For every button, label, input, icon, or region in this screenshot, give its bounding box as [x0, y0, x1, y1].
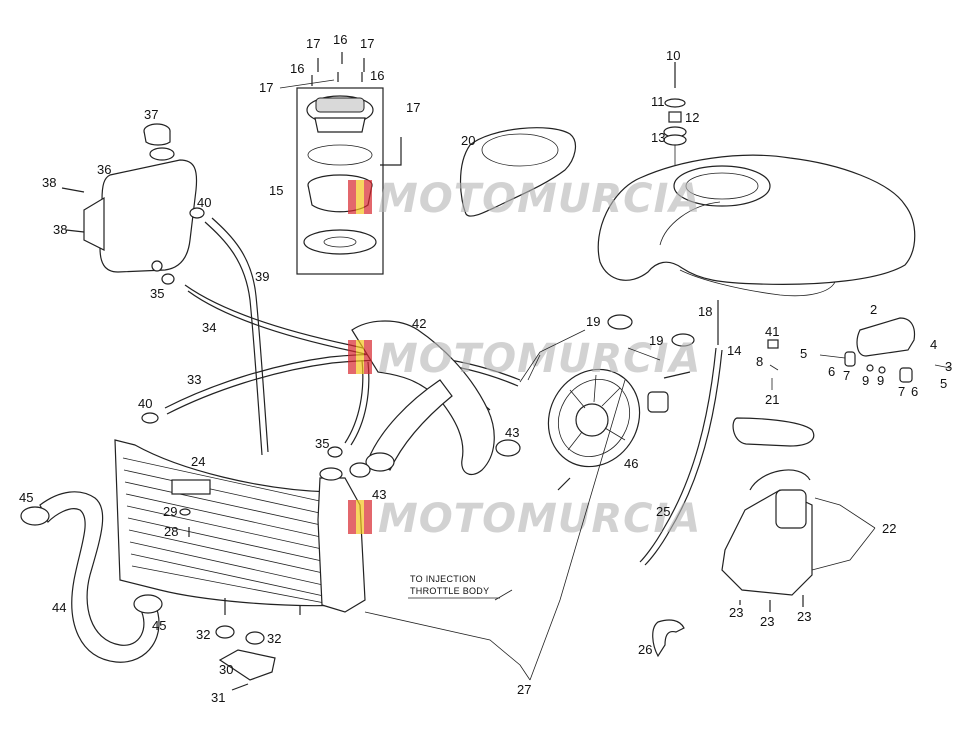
callout-7b: 7	[898, 384, 905, 399]
watermark-top: MOTOMURCIA	[348, 176, 701, 222]
sensor-parts	[767, 317, 951, 390]
callout-26: 26	[638, 642, 652, 657]
callout-36: 36	[97, 162, 111, 177]
callout-19a: 19	[586, 314, 600, 329]
callout-42: 42	[412, 316, 426, 331]
callout-23b: 23	[760, 614, 774, 629]
watermark-text-middle: MOTOMURCIA	[378, 336, 701, 382]
watermark-text-top: MOTOMURCIA	[378, 176, 701, 222]
callout-9a: 9	[862, 373, 869, 388]
callout-45b: 45	[152, 618, 166, 633]
callout-5b: 5	[940, 376, 947, 391]
callout-37: 37	[144, 107, 158, 122]
callout-3: 3	[945, 359, 952, 374]
callout-16b: 16	[290, 61, 304, 76]
callout-17a: 17	[306, 36, 320, 51]
callout-11: 11	[651, 94, 665, 109]
radiator-bracket	[179, 508, 276, 691]
callout-20: 20	[461, 133, 475, 148]
callout-22: 22	[882, 521, 896, 536]
callout-13: 13	[651, 130, 665, 145]
callout-10: 10	[666, 48, 680, 63]
fuel-tank	[597, 154, 916, 297]
callout-27: 27	[517, 682, 531, 697]
callout-43b: 43	[372, 487, 386, 502]
injection-note: TO INJECTION THROTTLE BODY	[410, 574, 489, 596]
callout-18: 18	[698, 304, 712, 319]
callout-15: 15	[269, 183, 283, 198]
hose-clips	[141, 207, 521, 478]
callout-16a: 16	[333, 32, 347, 47]
callout-25: 25	[656, 504, 670, 519]
callout-6b: 6	[911, 384, 918, 399]
callout-34: 34	[202, 320, 216, 335]
watermark-middle: MOTOMURCIA	[348, 336, 701, 382]
expansion-tank	[61, 123, 198, 273]
watermark-bottom: MOTOMURCIA	[348, 496, 701, 542]
note-line-1: TO INJECTION	[410, 574, 476, 584]
callout-9b: 9	[877, 373, 884, 388]
callout-5a: 5	[800, 346, 807, 361]
callout-31: 31	[211, 690, 225, 705]
callout-23c: 23	[797, 609, 811, 624]
callout-21: 21	[765, 392, 779, 407]
callout-40b: 40	[138, 396, 152, 411]
tank-mount-stack	[663, 62, 687, 165]
watermark-text-bottom: MOTOMURCIA	[378, 496, 701, 542]
callout-8: 8	[756, 354, 763, 369]
callout-12: 12	[685, 110, 699, 125]
callout-24: 24	[191, 454, 205, 469]
callout-28: 28	[164, 524, 178, 539]
callout-33: 33	[187, 372, 201, 387]
callout-7a: 7	[843, 368, 850, 383]
callout-35a: 35	[150, 286, 164, 301]
callout-17d: 17	[406, 100, 420, 115]
callout-35b: 35	[315, 436, 329, 451]
callout-17c: 17	[259, 80, 273, 95]
callout-46: 46	[624, 456, 638, 471]
tank-cover	[459, 127, 577, 217]
callout-45a: 45	[19, 490, 33, 505]
callout-23a: 23	[729, 605, 743, 620]
callout-43a: 43	[505, 425, 519, 440]
callout-38a: 38	[42, 175, 56, 190]
callout-16c: 16	[370, 68, 384, 83]
radiator	[114, 439, 366, 615]
cooling-fan	[547, 314, 695, 491]
callout-2: 2	[870, 302, 877, 317]
callout-17b: 17	[360, 36, 374, 51]
callout-32a: 32	[196, 627, 210, 642]
callout-6a: 6	[828, 364, 835, 379]
callout-30: 30	[219, 662, 233, 677]
radiator-hose-upper	[351, 320, 495, 475]
callout-4: 4	[930, 337, 937, 352]
callout-14: 14	[727, 343, 741, 358]
leader-lines	[364, 329, 876, 681]
callout-labels: 2 3 4 5 5 6 6 7 7 8 9 9 10 11 12 13 14 1…	[19, 32, 952, 705]
fuel-line	[639, 300, 723, 658]
callout-44: 44	[52, 600, 66, 615]
callout-32b: 32	[267, 631, 281, 646]
fuel-pump	[721, 417, 815, 612]
radiator-hose-lower	[20, 491, 163, 663]
callout-38b: 38	[53, 222, 67, 237]
callout-40a: 40	[197, 195, 211, 210]
callout-29: 29	[163, 504, 177, 519]
callout-19b: 19	[649, 333, 663, 348]
note-line-2: THROTTLE BODY	[410, 586, 489, 596]
cap-screws	[279, 52, 402, 166]
callout-39: 39	[255, 269, 269, 284]
callout-41: 41	[765, 324, 779, 339]
